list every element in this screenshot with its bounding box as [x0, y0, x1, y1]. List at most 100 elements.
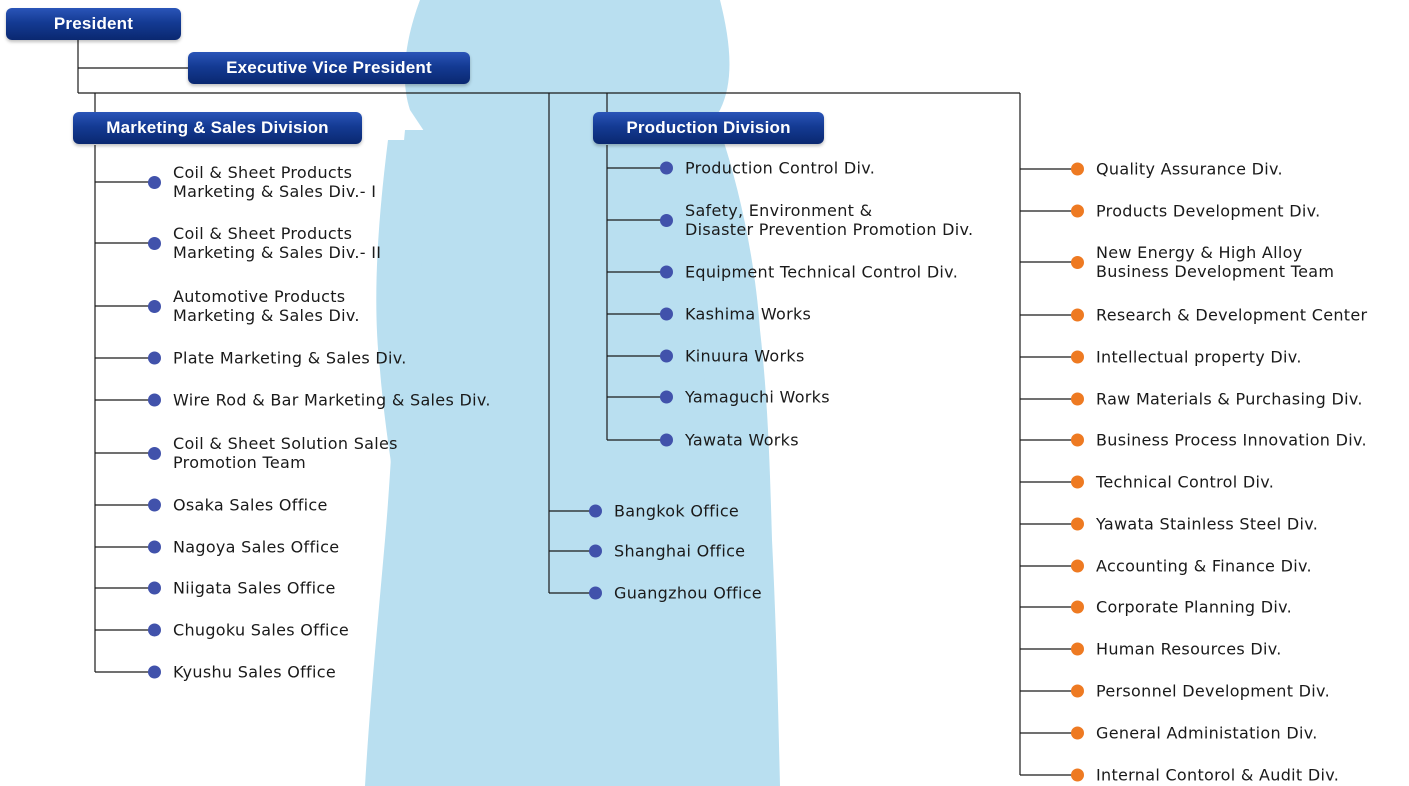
corporate-item: Accounting & Finance Div. — [1071, 557, 1312, 576]
blue-bullet-icon — [589, 504, 602, 518]
blue-bullet-icon — [660, 433, 673, 447]
marketing-item: Chugoku Sales Office — [148, 621, 349, 640]
orange-bullet-icon — [1071, 768, 1084, 782]
overseas-item: Guangzhou Office — [589, 584, 762, 603]
executive-vice-president-header: Executive Vice President — [188, 52, 470, 84]
corporate-item: Products Development Div. — [1071, 202, 1321, 221]
production-division-header: Production Division — [593, 112, 824, 144]
marketing-item-label: Niigata Sales Office — [173, 578, 336, 598]
marketing-item: Kyushu Sales Office — [148, 663, 336, 682]
blue-bullet-icon — [148, 351, 161, 365]
corporate-item-label: Quality Assurance Div. — [1096, 159, 1283, 179]
overseas-item: Bangkok Office — [589, 502, 739, 521]
orange-bullet-icon — [1071, 600, 1084, 614]
blue-bullet-icon — [660, 213, 673, 227]
marketing-item-label: Kyushu Sales Office — [173, 662, 336, 682]
production-item: Production Control Div. — [660, 159, 875, 178]
orange-bullet-icon — [1071, 255, 1084, 269]
production-item-label: Equipment Technical Control Div. — [685, 262, 959, 282]
orange-bullet-icon — [1071, 433, 1084, 447]
orange-bullet-icon — [1071, 726, 1084, 740]
marketing-item: Niigata Sales Office — [148, 579, 336, 598]
production-item: Safety, Environment & Disaster Preventio… — [660, 201, 973, 239]
corporate-item-label: Intellectual property Div. — [1096, 347, 1302, 367]
blue-bullet-icon — [589, 544, 602, 558]
orange-bullet-icon — [1071, 204, 1084, 218]
orange-bullet-icon — [1071, 308, 1084, 322]
marketing-sales-division-header: Marketing & Sales Division — [73, 112, 362, 144]
marketing-item-label: Osaka Sales Office — [173, 495, 328, 515]
blue-bullet-icon — [589, 586, 602, 600]
overseas-item-label: Guangzhou Office — [614, 583, 762, 603]
corporate-item-label: Human Resources Div. — [1096, 639, 1282, 659]
corporate-item-label: Research & Development Center — [1096, 305, 1368, 325]
orange-bullet-icon — [1071, 162, 1084, 176]
production-item-label: Yamaguchi Works — [685, 387, 830, 407]
blue-bullet-icon — [148, 623, 161, 637]
blue-bullet-icon — [148, 446, 161, 460]
corporate-item-label: Corporate Planning Div. — [1096, 597, 1293, 617]
production-item: Yawata Works — [660, 431, 799, 450]
corporate-item: Corporate Planning Div. — [1071, 598, 1292, 617]
corporate-item-label: Raw Materials & Purchasing Div. — [1096, 389, 1363, 409]
blue-bullet-icon — [660, 390, 673, 404]
orange-bullet-icon — [1071, 475, 1084, 489]
orange-bullet-icon — [1071, 350, 1084, 364]
production-item: Kinuura Works — [660, 347, 805, 366]
production-item: Yamaguchi Works — [660, 388, 830, 407]
marketing-item: Plate Marketing & Sales Div. — [148, 349, 407, 368]
blue-bullet-icon — [660, 161, 673, 175]
corporate-item-label: Yawata Stainless Steel Div. — [1096, 514, 1319, 534]
corporate-item-label: Accounting & Finance Div. — [1096, 556, 1312, 576]
corporate-item: Personnel Development Div. — [1071, 682, 1330, 701]
orange-bullet-icon — [1071, 392, 1084, 406]
marketing-item-label: Coil & Sheet Solution Sales Promotion Te… — [173, 434, 398, 472]
production-item-label: Kashima Works — [685, 304, 812, 324]
production-item: Equipment Technical Control Div. — [660, 263, 958, 282]
blue-bullet-icon — [148, 393, 161, 407]
production-item: Kashima Works — [660, 305, 811, 324]
production-item-label: Production Control Div. — [685, 158, 876, 178]
corporate-item: Internal Contorol & Audit Div. — [1071, 766, 1339, 785]
blue-bullet-icon — [148, 581, 161, 595]
marketing-item: Nagoya Sales Office — [148, 538, 339, 557]
marketing-item: Coil & Sheet Products Marketing & Sales … — [148, 224, 381, 262]
marketing-item: Wire Rod & Bar Marketing & Sales Div. — [148, 391, 491, 410]
overseas-item-label: Shanghai Office — [614, 541, 746, 561]
corporate-item: Technical Control Div. — [1071, 473, 1274, 492]
production-item-label: Yawata Works — [685, 430, 799, 450]
orange-bullet-icon — [1071, 517, 1084, 531]
corporate-item-label: Internal Contorol & Audit Div. — [1096, 765, 1340, 785]
blue-bullet-icon — [148, 540, 161, 554]
corporate-item: Quality Assurance Div. — [1071, 160, 1283, 179]
marketing-item-label: Automotive Products Marketing & Sales Di… — [173, 287, 360, 325]
blue-bullet-icon — [148, 498, 161, 512]
marketing-item-label: Coil & Sheet Products Marketing & Sales … — [173, 163, 377, 201]
corporate-item: Human Resources Div. — [1071, 640, 1282, 659]
production-item-label: Kinuura Works — [685, 346, 805, 366]
corporate-item: Yawata Stainless Steel Div. — [1071, 515, 1318, 534]
corporate-item: Business Process Innovation Div. — [1071, 431, 1367, 450]
corporate-item: Research & Development Center — [1071, 306, 1367, 325]
overseas-item-label: Bangkok Office — [614, 501, 740, 521]
marketing-item: Coil & Sheet Products Marketing & Sales … — [148, 163, 376, 201]
marketing-item-label: Chugoku Sales Office — [173, 620, 350, 640]
marketing-item: Automotive Products Marketing & Sales Di… — [148, 287, 360, 325]
corporate-item: New Energy & High Alloy Business Develop… — [1071, 243, 1334, 281]
corporate-item-label: Personnel Development Div. — [1096, 681, 1330, 701]
blue-bullet-icon — [660, 307, 673, 321]
corporate-item-label: Products Development Div. — [1096, 201, 1321, 221]
blue-bullet-icon — [148, 299, 161, 313]
corporate-item-label: Technical Control Div. — [1096, 472, 1275, 492]
blue-bullet-icon — [660, 265, 673, 279]
president-header: President — [6, 8, 181, 40]
orange-bullet-icon — [1071, 642, 1084, 656]
corporate-item-label: Business Process Innovation Div. — [1096, 430, 1367, 450]
corporate-item: Intellectual property Div. — [1071, 348, 1302, 367]
corporate-item-label: New Energy & High Alloy Business Develop… — [1096, 243, 1335, 281]
marketing-item-label: Wire Rod & Bar Marketing & Sales Div. — [173, 390, 491, 410]
production-item-label: Safety, Environment & Disaster Preventio… — [685, 201, 974, 239]
corporate-item: Raw Materials & Purchasing Div. — [1071, 390, 1363, 409]
